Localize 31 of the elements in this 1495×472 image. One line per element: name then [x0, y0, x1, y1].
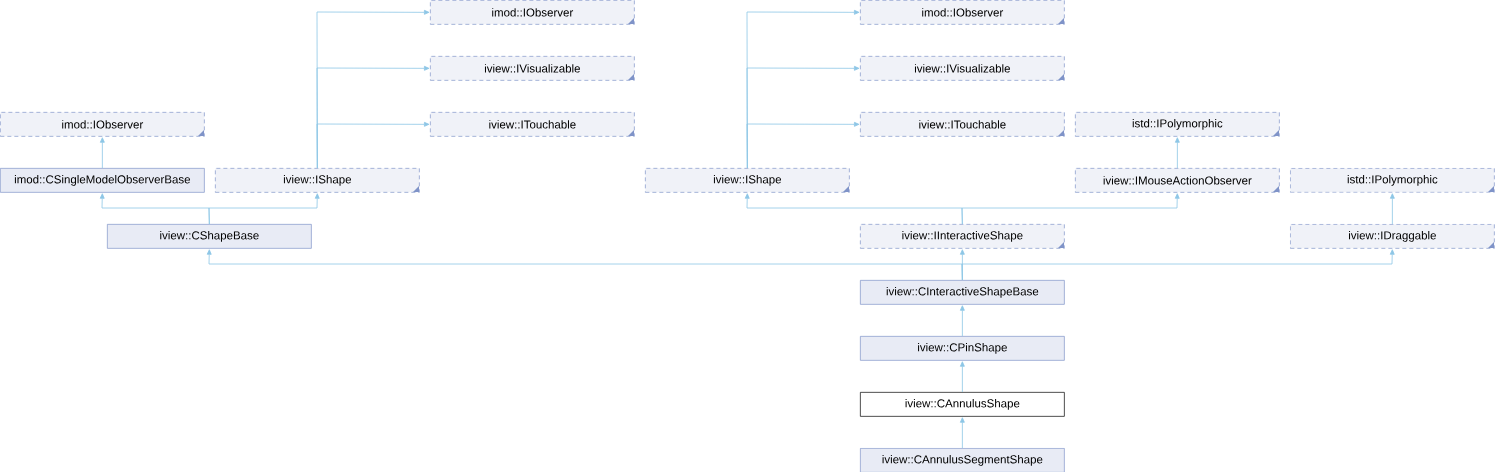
interface-box: iview::ITouchable: [860, 112, 1065, 137]
class-box: iview::CAnnulusSegmentShape: [860, 448, 1065, 472]
interface-box: iview::IVisualizable: [860, 56, 1065, 81]
class-box: imod::CSingleModelObserverBase: [0, 168, 205, 193]
arrow: [959, 417, 965, 449]
arrow: [1174, 137, 1180, 169]
class-box: iview::CPinShape: [860, 336, 1065, 361]
class-box: iview::CInteractiveShapeBase: [860, 280, 1065, 305]
interface-box: iview::IShape: [645, 168, 850, 193]
interface-box: iview::ITouchable: [430, 112, 635, 137]
interface-box: istd::IPolymorphic: [1075, 112, 1280, 137]
arrow: [746, 121, 860, 169]
arrow: [959, 305, 965, 337]
interface-box: iview::IMouseActionObserver: [1075, 168, 1280, 193]
arrow: [961, 249, 1395, 281]
interface-box: iview::IDraggable: [1290, 224, 1495, 249]
class-box: iview::CAnnulusShape: [860, 392, 1065, 417]
arrow: [959, 361, 965, 393]
interface-box: imod::IObserver: [430, 0, 635, 25]
arrow: [316, 121, 430, 169]
interface-box: iview::IVisualizable: [430, 56, 635, 81]
interface-box: iview::IShape: [215, 168, 420, 193]
interface-box: imod::IObserver: [0, 112, 205, 137]
arrow: [99, 137, 105, 169]
arrow: [1389, 193, 1395, 225]
interface-box: iview::IInteractiveShape: [860, 224, 1065, 249]
arrow: [961, 193, 1180, 225]
interface-box: istd::IPolymorphic: [1290, 168, 1495, 193]
interface-box: imod::IObserver: [860, 0, 1065, 25]
arrow: [208, 193, 320, 225]
class-box: iview::CShapeBase: [107, 224, 312, 249]
